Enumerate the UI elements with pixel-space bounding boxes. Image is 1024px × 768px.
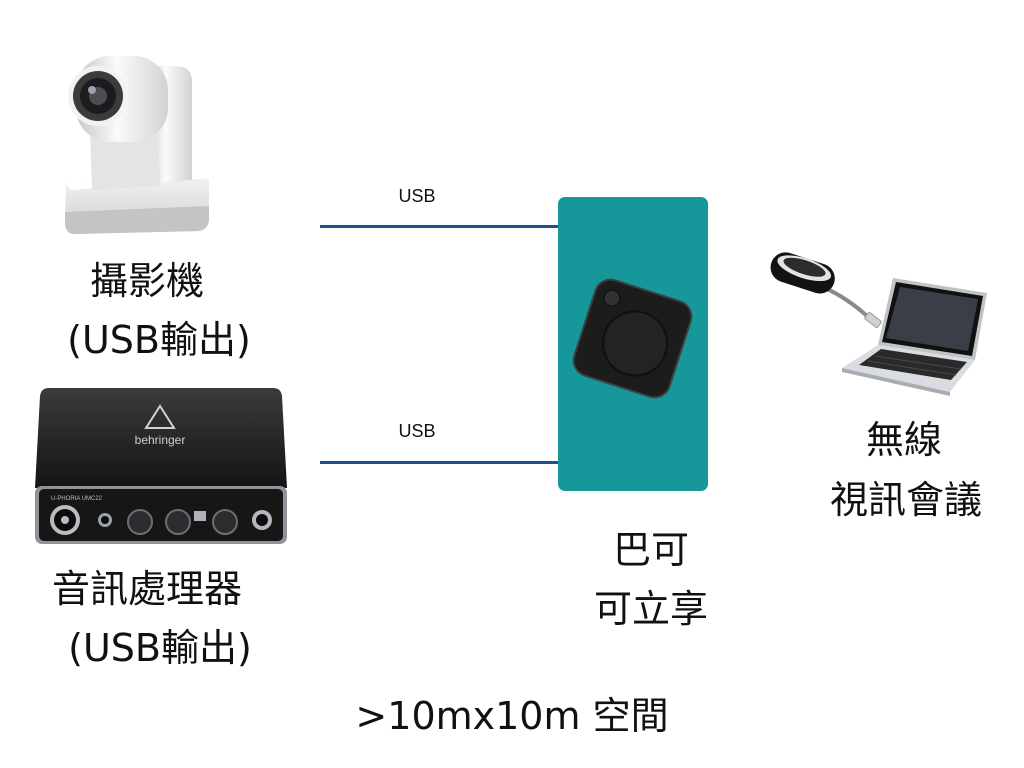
audio-output-label: (USB輸出) [68, 626, 252, 670]
clickshare-base-unit-icon [572, 278, 693, 399]
camera-label: 攝影機 [89, 259, 204, 303]
camera-output-label: (USB輸出) [67, 318, 251, 362]
laptop-with-clickshare-button-icon [770, 252, 987, 396]
audio-brand-logo: behringer [135, 433, 186, 447]
usb-connection-label-bottom: USB [398, 421, 436, 441]
usb-connection-line-camera [320, 225, 558, 228]
ptz-camera-icon [65, 56, 209, 234]
audio-interface-icon: behringer U-PHORIA UMC22 [35, 388, 287, 544]
wireless-label: 無線 [865, 418, 942, 462]
usb-connection-label-top: USB [398, 186, 436, 206]
audio-processor-label: 音訊處理器 [51, 567, 242, 611]
usb-connection-line-audio [320, 461, 558, 464]
hub-product-label: 可立享 [593, 587, 708, 631]
audio-model-text: U-PHORIA UMC22 [51, 496, 103, 502]
hub-brand-label: 巴可 [612, 528, 689, 572]
room-size-caption: >10mx10m 空間 [355, 694, 669, 738]
video-conference-label: 視訊會議 [829, 478, 982, 522]
